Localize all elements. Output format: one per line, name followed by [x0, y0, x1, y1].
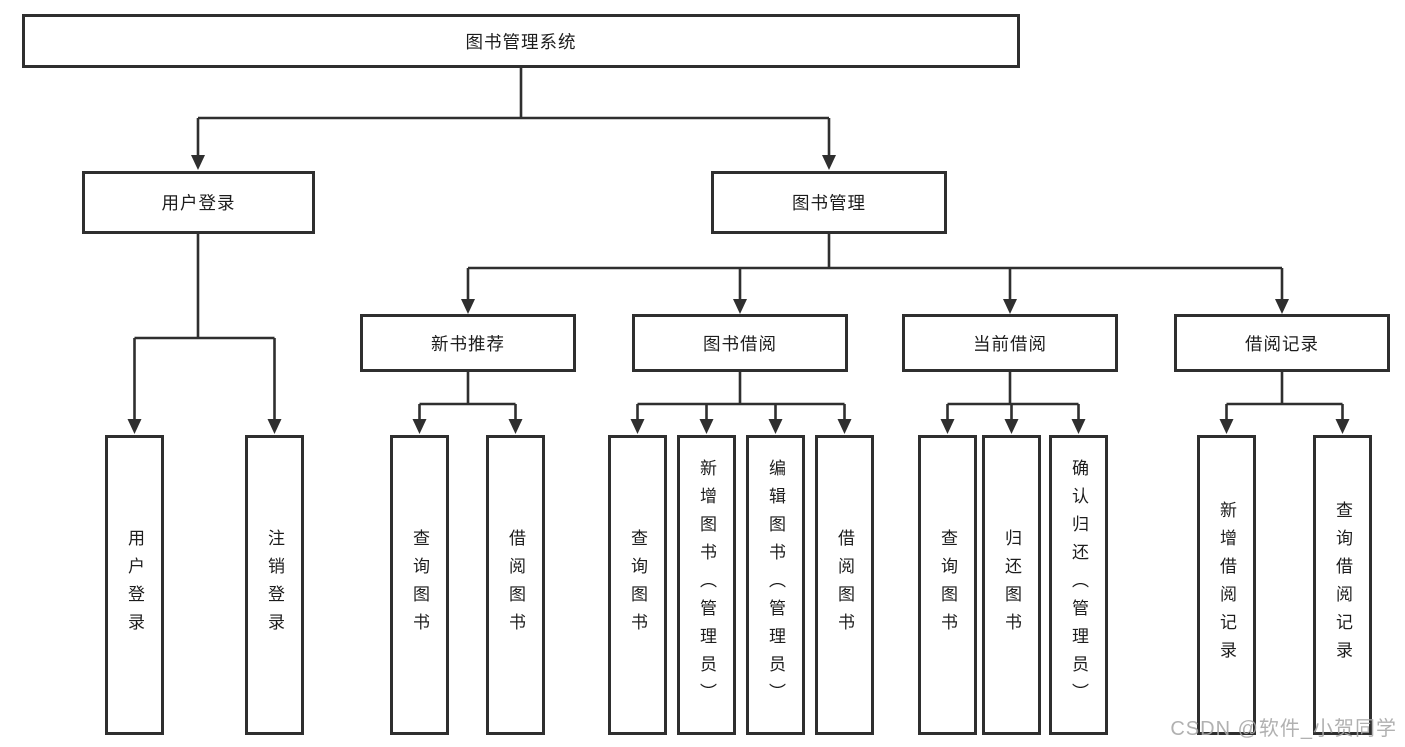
- node-label: 查询图书: [410, 529, 429, 641]
- node-add-book-admin: 新增图书（管理员）: [677, 435, 736, 735]
- node-borrowing-records: 借阅记录: [1174, 314, 1390, 372]
- node-label: 查询借阅记录: [1333, 501, 1352, 669]
- node-borrow-books-2: 借阅图书: [815, 435, 874, 735]
- node-label: 借阅记录: [1245, 333, 1319, 354]
- node-label: 确认归还（管理员）: [1069, 459, 1088, 711]
- node-logout: 注销登录: [245, 435, 304, 735]
- node-label: 查询图书: [628, 529, 647, 641]
- node-label: 查询图书: [938, 529, 957, 641]
- node-query-books-2: 查询图书: [608, 435, 667, 735]
- node-query-borrow-record: 查询借阅记录: [1313, 435, 1372, 735]
- arrowheads: [127, 155, 1350, 434]
- node-book-borrowing: 图书借阅: [632, 314, 848, 372]
- node-label: 图书管理: [792, 193, 866, 213]
- node-confirm-return-admin: 确认归还（管理员）: [1049, 435, 1108, 735]
- node-query-books-3: 查询图书: [918, 435, 977, 735]
- node-label: 新增借阅记录: [1217, 501, 1236, 669]
- node-label: 当前借阅: [973, 333, 1047, 354]
- node-user-login: 用户登录: [82, 171, 315, 234]
- node-new-book-recommendation: 新书推荐: [360, 314, 576, 372]
- node-query-books-1: 查询图书: [390, 435, 449, 735]
- node-label: 新增图书（管理员）: [697, 459, 716, 711]
- node-label: 图书借阅: [703, 333, 777, 354]
- node-add-borrow-record: 新增借阅记录: [1197, 435, 1256, 735]
- node-label: 用户登录: [161, 193, 236, 213]
- node-label: 图书管理系统: [465, 31, 577, 52]
- node-user-login-leaf: 用户登录: [105, 435, 164, 735]
- node-edit-book-admin: 编辑图书（管理员）: [746, 435, 805, 735]
- node-label: 编辑图书（管理员）: [766, 459, 785, 711]
- node-book-management: 图书管理: [711, 171, 947, 234]
- node-label: 借阅图书: [506, 529, 525, 641]
- watermark: CSDN @软件_小贺同学: [1170, 718, 1397, 740]
- node-label: 归还图书: [1002, 529, 1021, 641]
- node-return-book: 归还图书: [982, 435, 1041, 735]
- node-label: 新书推荐: [431, 333, 505, 354]
- node-label: 用户登录: [125, 529, 144, 641]
- node-library-management-system: 图书管理系统: [22, 14, 1020, 68]
- node-label: 借阅图书: [835, 529, 854, 641]
- node-borrow-books-1: 借阅图书: [486, 435, 545, 735]
- node-label: 注销登录: [265, 529, 284, 641]
- node-current-borrowing: 当前借阅: [902, 314, 1118, 372]
